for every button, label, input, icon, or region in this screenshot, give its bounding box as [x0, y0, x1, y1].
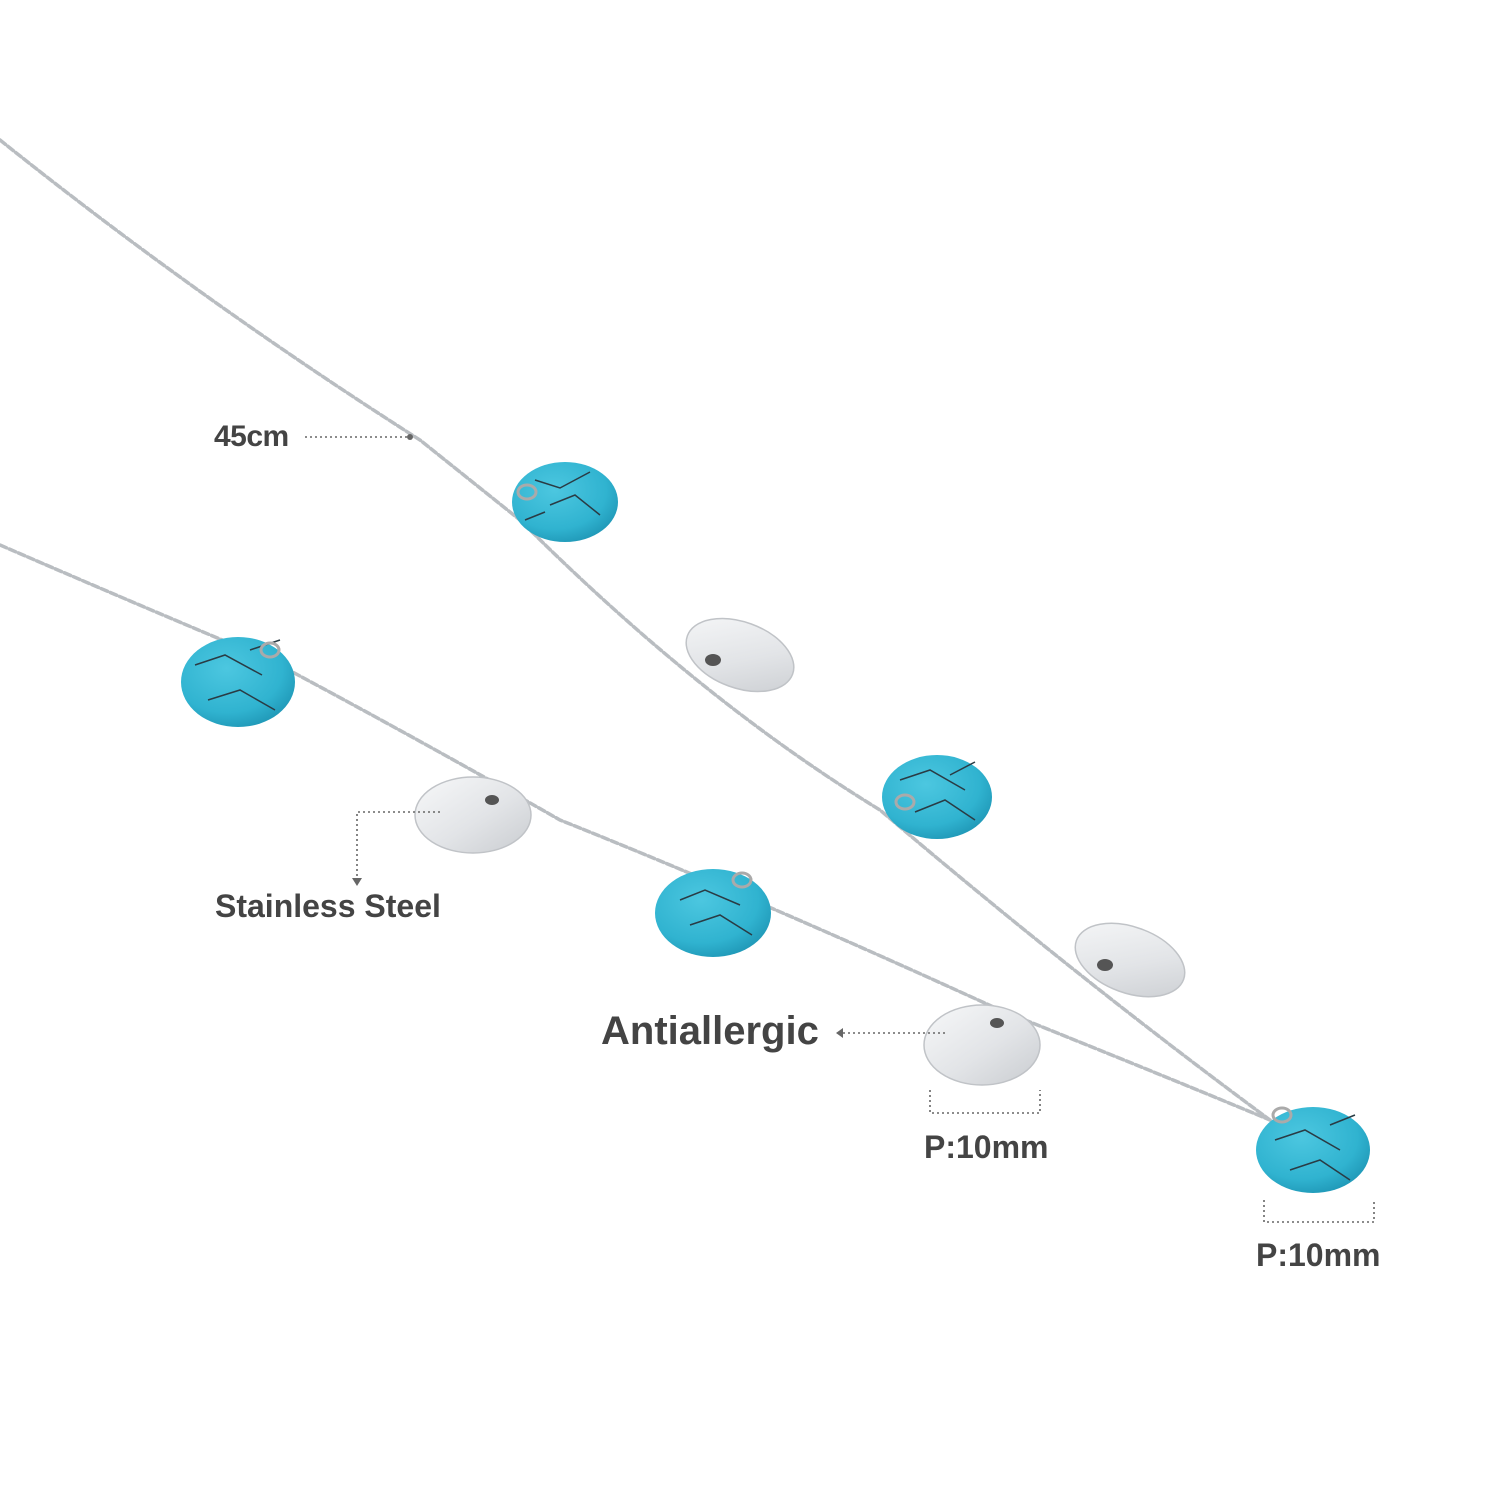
- length-label: 45cm: [214, 420, 289, 453]
- material-label: Stainless Steel: [215, 888, 441, 924]
- pendant-size-label: P:10mm: [1256, 1237, 1381, 1273]
- turquoise-pendant: [181, 637, 295, 727]
- turquoise-pendant: [882, 755, 992, 839]
- size-bracket-2: [1263, 1200, 1375, 1223]
- turquoise-pendant: [1256, 1106, 1370, 1193]
- leader-lines: [305, 436, 1375, 1223]
- turquoise-pendant: [512, 462, 618, 542]
- steel-disc-pendant: [414, 776, 532, 854]
- steel-disc-pendant: [685, 617, 795, 693]
- back-chain: [0, 138, 1272, 1122]
- turquoise-pendant: [655, 869, 771, 957]
- front-chain: [0, 543, 1272, 1122]
- steel-disc-pendant: [1074, 922, 1186, 998]
- feature-label: Antiallergic: [601, 1009, 819, 1053]
- pendant-size-label: P:10mm: [924, 1129, 1049, 1165]
- steel-disc-pendant: [923, 1004, 1041, 1086]
- size-bracket-1: [929, 1090, 1041, 1114]
